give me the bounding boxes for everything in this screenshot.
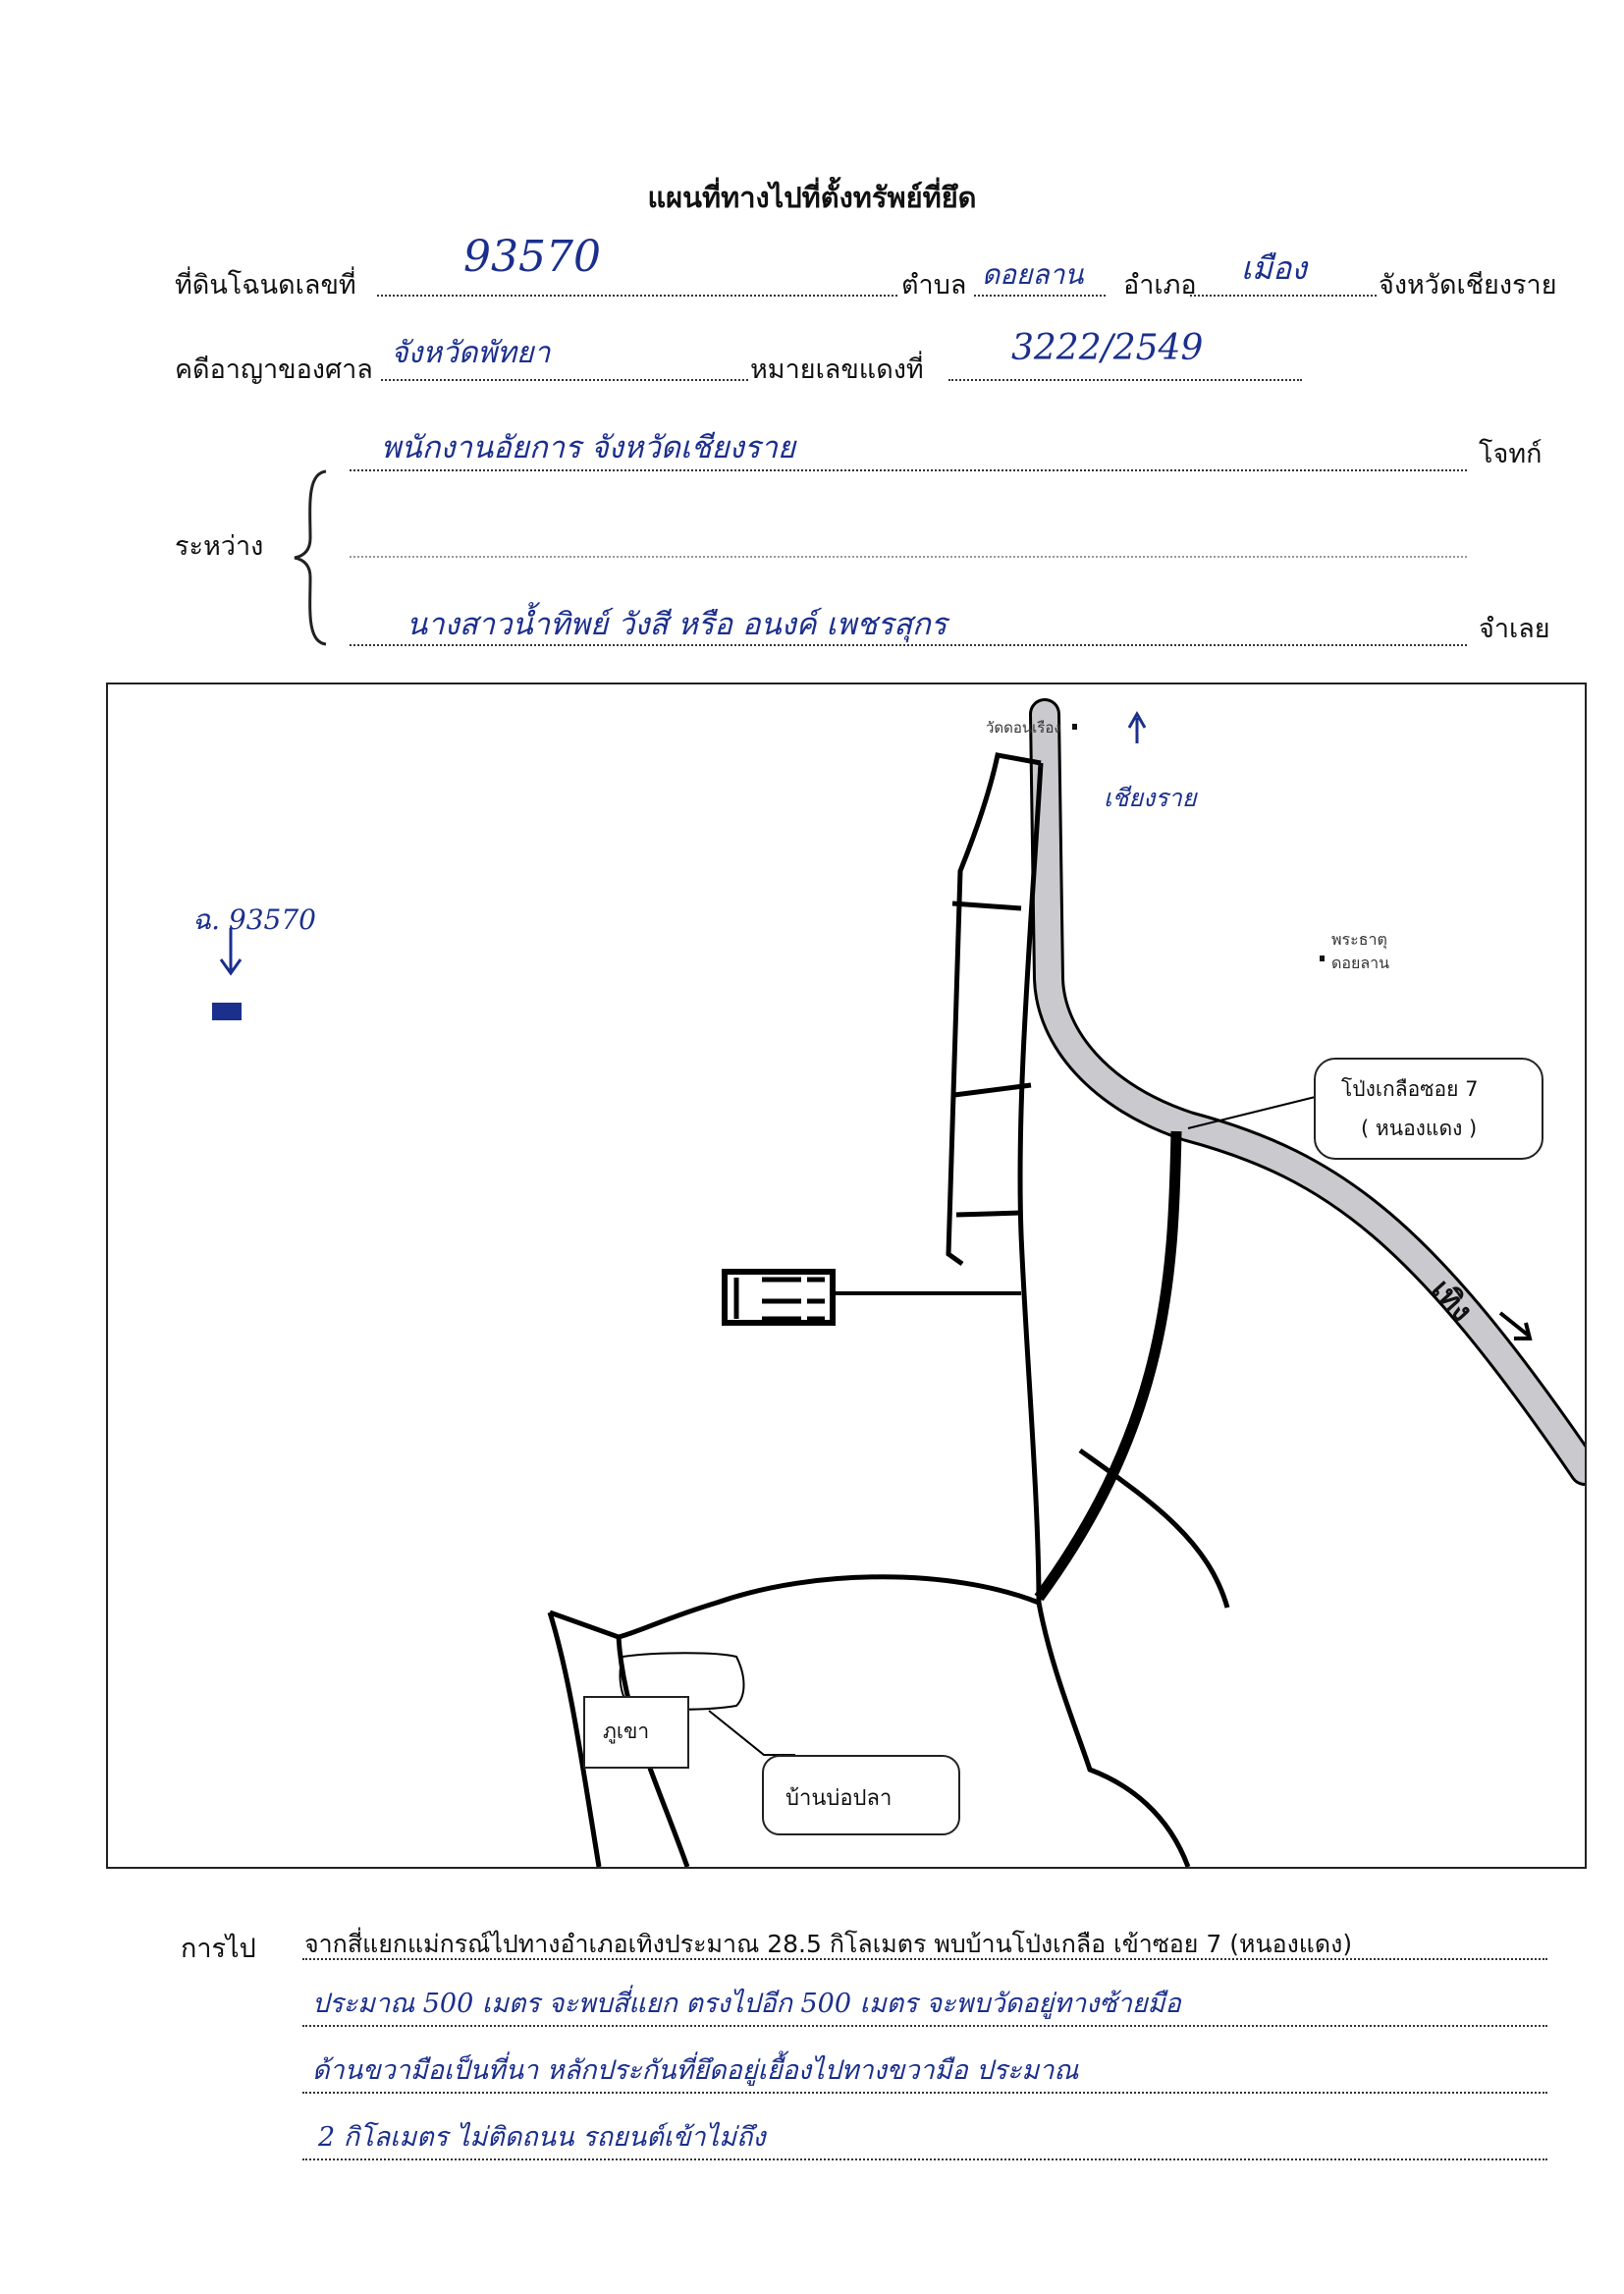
directions-line-4: 2 กิโลเมตร ไม่ติดถนน รถยนต์เข้าไม่ถึง [318,2122,766,2153]
directions-underline-1 [302,1958,1547,1960]
road-soi-7 [1034,1130,1182,1602]
phukhao-box: ภูเขา [583,1696,689,1769]
province-label: จังหวัดเชียงราย [1379,270,1557,300]
court-dotted-line [381,379,748,381]
phrathat-label-2: ดอยลาน [1331,954,1390,972]
directions-underline-2 [302,2025,1547,2027]
plaintiff-label: โจทก์ [1479,439,1543,469]
deed-marker-label: ฉ. 93570 [192,903,316,936]
road-east-branch [1078,1447,1230,1609]
amphoe-label: อำเภอ [1123,270,1197,300]
court-label: คดีอาญาของศาล [175,355,373,385]
map-canvas [212,698,1585,1867]
phrathat-marker [1320,956,1325,961]
deed-number: 93570 [463,232,601,282]
redno-value: 3222/2549 [1011,328,1204,368]
deed-label: ที่ดินโฉนดเลขที่ [175,270,356,300]
amphoe-value: เมือง [1241,249,1307,287]
road-west-ban-bo-pla [618,1574,1040,1640]
deed-dotted-line [377,295,897,297]
directions-line-2: ประมาณ 500 เมตร จะพบสี่แยก ตรงไปอีก 500 … [312,1989,1181,2019]
court-value: จังหวัดพัทยา [391,336,551,370]
road-loop [946,752,1042,1267]
phukhao-label: ภูเขา [603,1720,650,1743]
road-south [1036,1602,1191,1867]
road-cross-2 [953,1082,1032,1098]
map-frame: วัดดอนเรือง เชียงราย ฉ. 93570 พระธาตุ ดอ… [106,683,1587,1869]
road-cross-1 [951,901,1022,911]
callout-pointer-ban-bo-pla [708,1710,795,1756]
directions-underline-3 [302,2092,1547,2094]
wat-label: วัดดอนเรือง [986,719,1061,737]
east-arrow-icon [1498,1311,1533,1340]
north-arrow-icon [1127,710,1147,743]
road-phukhao-left [547,1611,602,1867]
ban-bo-pla-label: บ้านบ่อปลา [785,1786,893,1811]
brace-icon [294,469,327,646]
callout-ban-bo-pla: บ้านบ่อปลา [762,1755,960,1835]
to-chiangrai-label: เชียงราย [1104,784,1197,812]
plaintiff-value: พนักงานอัยการ จังหวัดเชียงราย [381,430,796,465]
building-icon [722,1269,836,1326]
tambon-value: ดอยลาน [982,258,1084,291]
deed-marker-block [212,1003,242,1020]
page-title: แผนที่ทางไปที่ตั้งทรัพย์ที่ยึด [647,181,977,214]
defendant-value: นางสาวน้ำทิพย์ วังสี หรือ อนงค์ เพชรสุกร [406,607,947,642]
highway-band [1032,701,1585,1483]
defendant-label: จำเลย [1479,614,1550,644]
directions-line-3: ด้านขวามือเป็นที่นา หลักประกันที่ยึดอยู่… [312,2055,1079,2086]
callout-pong-kluea-line1: โป่งเกลือซอย 7 [1341,1077,1479,1101]
redno-dotted-line [948,379,1302,381]
redno-label: หมายเลขแดงที่ [750,355,924,385]
tambon-label: ตำบล [901,270,967,300]
plaintiff-dotted-line [350,469,1467,471]
road-west-spine [1017,762,1044,1604]
blank-dotted-line [350,556,1467,558]
directions-label: การไป [181,1934,256,1964]
wat-marker [1072,724,1077,730]
directions-underline-4 [302,2158,1547,2160]
directions-line-1: จากสี่แยกแม่กรณ์ไปทางอำเภอเทิงประมาณ 28.… [304,1930,1353,1958]
amphoe-dotted-line [1190,295,1377,297]
phrathat-label-1: พระธาตุ [1331,930,1387,949]
between-label: ระหว่าง [175,531,264,562]
road-cross-3 [955,1210,1022,1218]
deed-marker-arrow [219,928,243,976]
callout-pong-kluea-line2: ( หนองแดง ) [1361,1117,1478,1140]
tambon-dotted-line [974,295,1106,297]
defendant-dotted-line [350,644,1467,646]
callout-pong-kluea: โป่งเกลือซอย 7 ( หนองแดง ) [1314,1058,1543,1160]
